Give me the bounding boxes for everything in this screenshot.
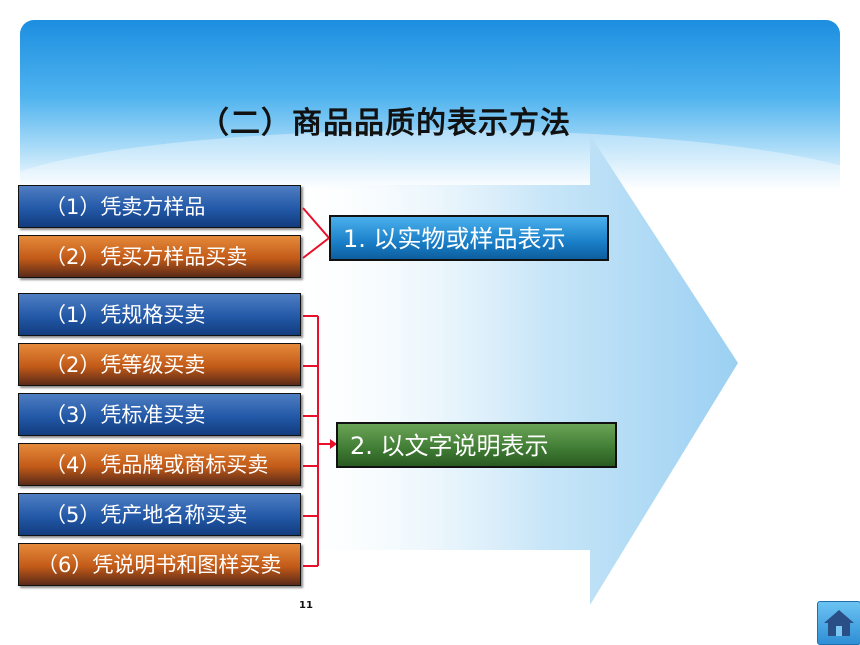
item-manual-drawing: （6）凭说明书和图样买卖 — [18, 543, 301, 586]
home-icon — [824, 610, 854, 636]
item-specification: （1）凭规格买卖 — [18, 293, 301, 336]
category-physical-sample: 1. 以实物或样品表示 — [329, 215, 609, 261]
page-number: 11 — [299, 600, 313, 611]
item-seller-sample: （1）凭卖方样品 — [18, 185, 301, 228]
slide-title: （二）商品品质的表示方法 — [199, 106, 571, 141]
home-button[interactable] — [817, 601, 860, 645]
item-standard: （3）凭标准买卖 — [18, 393, 301, 436]
big-arrow-shape — [300, 135, 738, 605]
item-origin: （5）凭产地名称买卖 — [18, 493, 301, 536]
item-grade: （2）凭等级买卖 — [18, 343, 301, 386]
header-banner: （二）商品品质的表示方法 — [20, 20, 840, 190]
category-written-description: 2. 以文字说明表示 — [336, 422, 617, 468]
item-buyer-sample: （2）凭买方样品买卖 — [18, 235, 301, 278]
item-brand: （4）凭品牌或商标买卖 — [18, 443, 301, 486]
